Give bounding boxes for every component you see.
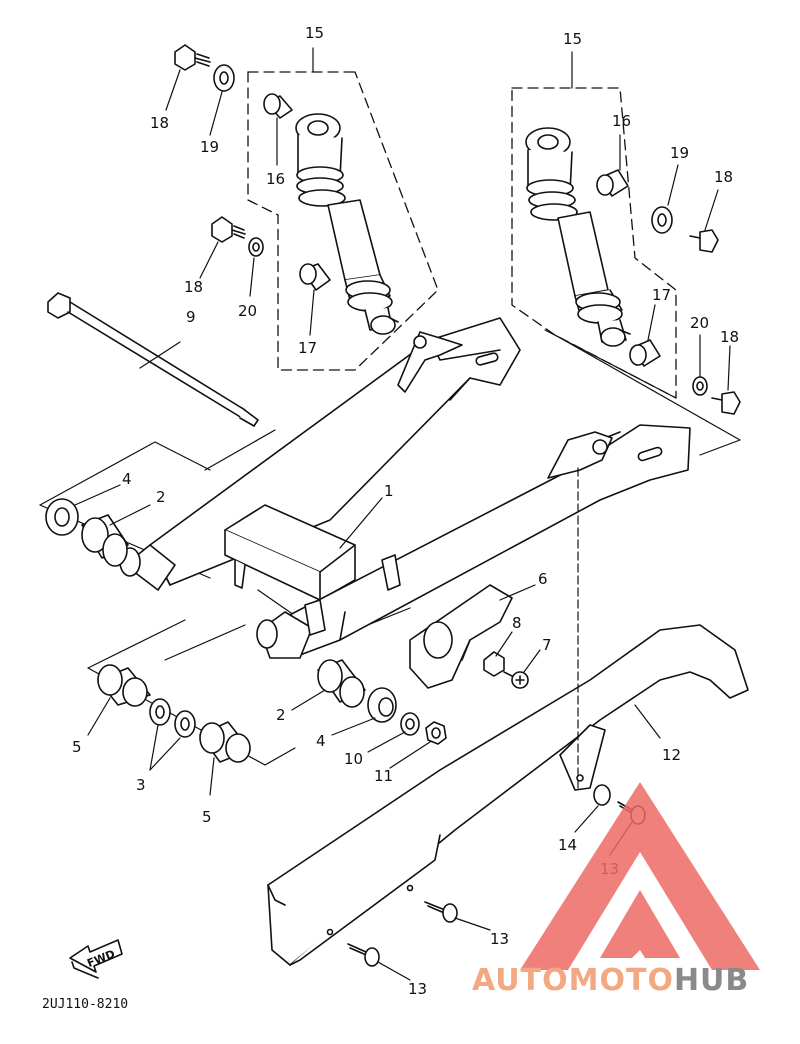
callout-15-left: 15	[305, 24, 324, 42]
callout-13: 13	[408, 980, 427, 998]
washer-19-top-left	[213, 64, 235, 92]
automotohub-logo-icon	[520, 782, 760, 970]
bushing-2-left	[81, 514, 129, 567]
seal-4-left	[45, 498, 79, 536]
bolt-18-right-lower	[711, 391, 741, 415]
chain-guide-6	[409, 584, 513, 689]
washer-10	[400, 712, 420, 736]
callout-11: 11	[374, 767, 393, 785]
watermark-automoto: AUTOMOTO	[472, 963, 674, 998]
callout-labels: 15 15 18 19 16 18 20 17 9 16 19 18 17 20…	[72, 24, 739, 998]
nut-11	[425, 721, 447, 745]
callout-8: 8	[512, 614, 522, 632]
collar-8	[483, 651, 505, 677]
watermark-hub: HUB	[674, 963, 749, 998]
bushing-16-right	[596, 169, 629, 197]
shock-assembly-frame-left	[247, 71, 439, 371]
spacer-5-left	[97, 664, 151, 707]
bushing-2-right	[317, 659, 366, 708]
callout-5: 5	[72, 738, 82, 756]
callout-18: 18	[714, 168, 733, 186]
callout-4: 4	[122, 470, 132, 488]
callout-16: 16	[266, 170, 285, 188]
callout-18: 18	[720, 328, 739, 346]
washer-20-left	[248, 237, 264, 257]
washer-19-right	[651, 206, 673, 234]
bolt-18-right-upper	[689, 229, 719, 253]
callout-14: 14	[558, 836, 577, 854]
chain-case-12	[267, 624, 749, 966]
leader-lines	[74, 47, 731, 981]
bushing-17-left	[299, 263, 331, 291]
part-code: 2UJ110-8210	[42, 997, 128, 1012]
callout-18: 18	[184, 278, 203, 296]
callout-9: 9	[186, 308, 196, 326]
swingarm	[119, 317, 691, 659]
callout-3: 3	[136, 776, 146, 794]
bolt-18-mid-left	[211, 216, 246, 243]
washer-14	[593, 784, 611, 806]
screw-7	[503, 671, 529, 689]
callout-5: 5	[202, 808, 212, 826]
fwd-arrow-icon	[69, 939, 123, 979]
watermark-text: AUTOMOTOHUB	[472, 963, 749, 998]
callout-19: 19	[200, 138, 219, 156]
bushing-17-right	[629, 339, 661, 367]
callout-7: 7	[542, 636, 552, 654]
spacer-5-right	[199, 721, 251, 763]
callout-1: 1	[384, 482, 394, 500]
callout-2: 2	[156, 488, 166, 506]
callout-2: 2	[276, 706, 286, 724]
callout-16: 16	[612, 112, 631, 130]
washer-3b	[174, 710, 196, 738]
washer-3a	[149, 698, 171, 726]
callout-10: 10	[344, 750, 363, 768]
screw-13-mid	[424, 901, 458, 923]
callout-19: 19	[670, 144, 689, 162]
washer-20-right	[692, 376, 708, 396]
rear-shock-left	[295, 113, 399, 335]
callout-17: 17	[298, 339, 317, 357]
screw-13-lower	[347, 943, 380, 967]
callout-18: 18	[150, 114, 169, 132]
callout-12: 12	[662, 746, 681, 764]
callout-17: 17	[652, 286, 671, 304]
callout-20: 20	[690, 314, 709, 332]
rear-shock-right	[525, 127, 631, 347]
callout-13: 13	[490, 930, 509, 948]
bolt-18-top-left	[174, 44, 211, 71]
callout-15-right: 15	[563, 30, 582, 48]
callout-4: 4	[316, 732, 326, 750]
shock-assembly-frame-right	[511, 87, 677, 399]
callout-6: 6	[538, 570, 548, 588]
callout-20: 20	[238, 302, 257, 320]
bushing-16-left	[263, 93, 293, 119]
seal-4-right	[367, 687, 397, 723]
